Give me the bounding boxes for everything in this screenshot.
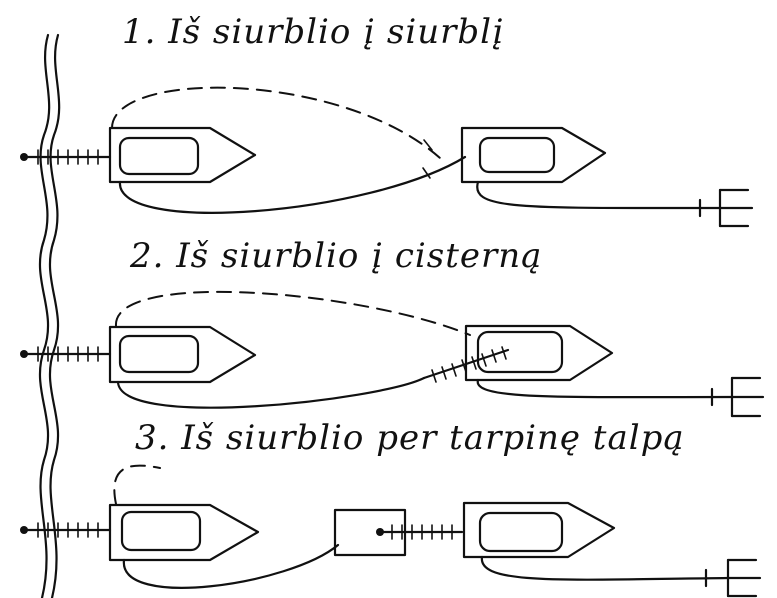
water-source — [40, 35, 59, 598]
nozzle-branch-1 — [700, 190, 752, 226]
pressure-hose-3 — [124, 545, 338, 588]
suction-hose-3 — [20, 523, 110, 537]
fire-truck-3b — [464, 503, 614, 557]
hose-dashed-2 — [116, 292, 470, 335]
suction-hose-2 — [20, 347, 110, 361]
fire-truck-1a — [110, 128, 255, 182]
scheme-1-caption: 1. Iš siurblio į siurblį — [122, 12, 504, 52]
scheme-2-caption: 2. Iš siurblio į cisterną — [130, 236, 543, 276]
scheme-3-group — [20, 466, 760, 596]
tanker-truck-2 — [466, 326, 612, 380]
fire-truck-1b — [462, 128, 605, 182]
delivery-hose-1 — [477, 182, 720, 208]
delivery-hose-2 — [478, 380, 732, 397]
suction-hose-1 — [20, 150, 110, 164]
fire-truck-3a — [110, 505, 258, 560]
scheme-2-group — [20, 292, 763, 416]
scheme-3-caption: 3. Iš siurblio per tarpinę talpą — [135, 418, 685, 458]
delivery-hose-3 — [482, 557, 728, 580]
pressure-hose-1 — [120, 157, 465, 213]
pressure-hose-2 — [118, 378, 424, 408]
hose-dashed-1 — [112, 88, 440, 158]
fire-truck-2 — [110, 327, 255, 382]
suction-hose-3b — [376, 525, 462, 539]
hose-dashed-3 — [114, 466, 160, 504]
connectors-1 — [423, 140, 432, 178]
nozzle-branch-2 — [712, 378, 763, 416]
scheme-1-group — [20, 88, 752, 226]
nozzle-branch-3 — [706, 560, 760, 596]
